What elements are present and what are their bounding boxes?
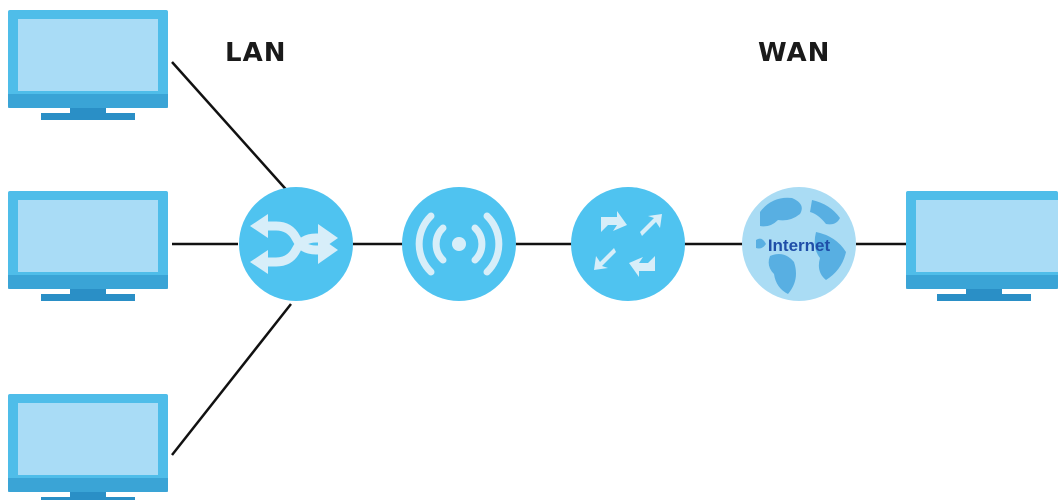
monitor-icon — [8, 191, 168, 301]
wireless-access-point-icon — [415, 212, 503, 276]
wan-computer — [906, 191, 1058, 301]
switch-node — [239, 187, 353, 301]
router-node — [571, 187, 685, 301]
wan-label: WAN — [758, 38, 831, 68]
router-icon — [594, 211, 662, 277]
link-lan-pc3-switch — [171, 303, 292, 456]
lan-computer-1 — [8, 10, 168, 120]
switch-icon — [250, 214, 338, 274]
internet-label: Internet — [768, 236, 831, 255]
internet-node: Internet — [742, 187, 856, 301]
globe-icon — [756, 197, 846, 294]
link-lan-pc1-switch — [171, 61, 292, 196]
lan-computer-3 — [8, 394, 168, 500]
monitor-icon — [906, 191, 1058, 301]
lan-computer-2 — [8, 191, 168, 301]
monitor-icon — [8, 10, 168, 120]
connection-lines — [171, 61, 906, 456]
access-point-node — [402, 187, 516, 301]
monitor-icon — [8, 394, 168, 500]
lan-label: LAN — [225, 38, 287, 68]
